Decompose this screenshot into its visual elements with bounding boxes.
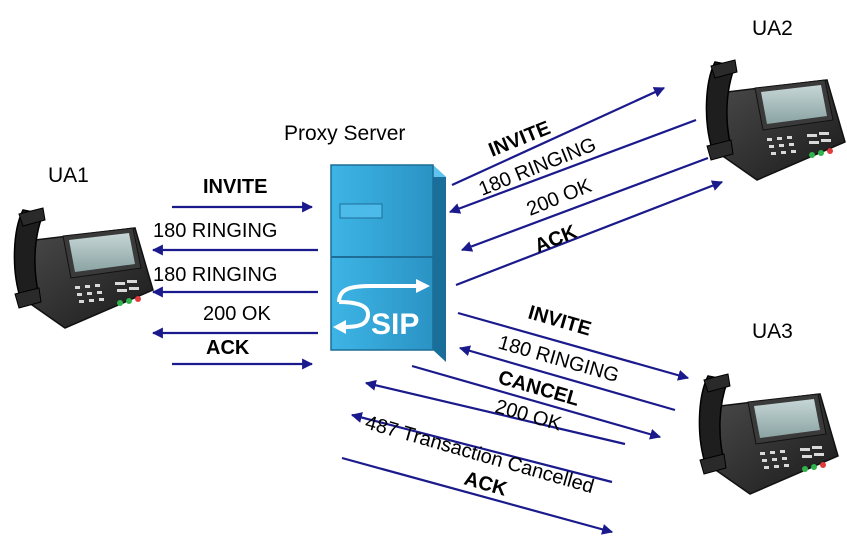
ua2-label: UA2 xyxy=(752,17,793,40)
ua1-label: UA1 xyxy=(48,164,89,187)
ua3-phone-icon xyxy=(698,373,839,495)
ua3-487-arrow xyxy=(350,412,613,484)
ua2-ack-arrow xyxy=(455,180,724,287)
ua1-180-ringing-2-label: 180 RINGING xyxy=(153,264,277,286)
ua2-phone-icon xyxy=(705,59,846,181)
ua2-ack-label: ACK xyxy=(532,221,581,258)
ua1-180-ringing-1-label: 180 RINGING xyxy=(153,220,277,242)
sip-proxy-server-icon: SIP xyxy=(330,164,446,362)
ua1-ack-label: ACK xyxy=(206,337,250,359)
ua2-invite-arrow xyxy=(451,86,666,187)
sip-logo-text: SIP xyxy=(371,308,419,341)
ua3-ack-arrow xyxy=(341,456,614,535)
ua2-180-ringing-arrow xyxy=(448,118,697,214)
ua2-200-ok-arrow xyxy=(460,156,709,252)
proxy-server-label: Proxy Server xyxy=(284,122,405,145)
ua1-invite-label: INVITE xyxy=(203,176,267,198)
ua3-180-ringing-arrow xyxy=(458,345,676,412)
ua3-label: UA3 xyxy=(752,320,793,343)
ua1-phone-icon xyxy=(13,207,154,329)
ua3-cancel-arrow xyxy=(411,364,662,440)
ua3-200-ok-arrow xyxy=(364,379,626,446)
ua2-message-flow: INVITE 180 RINGING 200 OK ACK xyxy=(448,86,724,287)
ua1-message-flow: INVITE 180 RINGING 180 RINGING 200 OK AC… xyxy=(151,176,318,370)
ua1-200-ok-label: 200 OK xyxy=(203,303,271,325)
ua3-invite-arrow xyxy=(457,311,690,381)
